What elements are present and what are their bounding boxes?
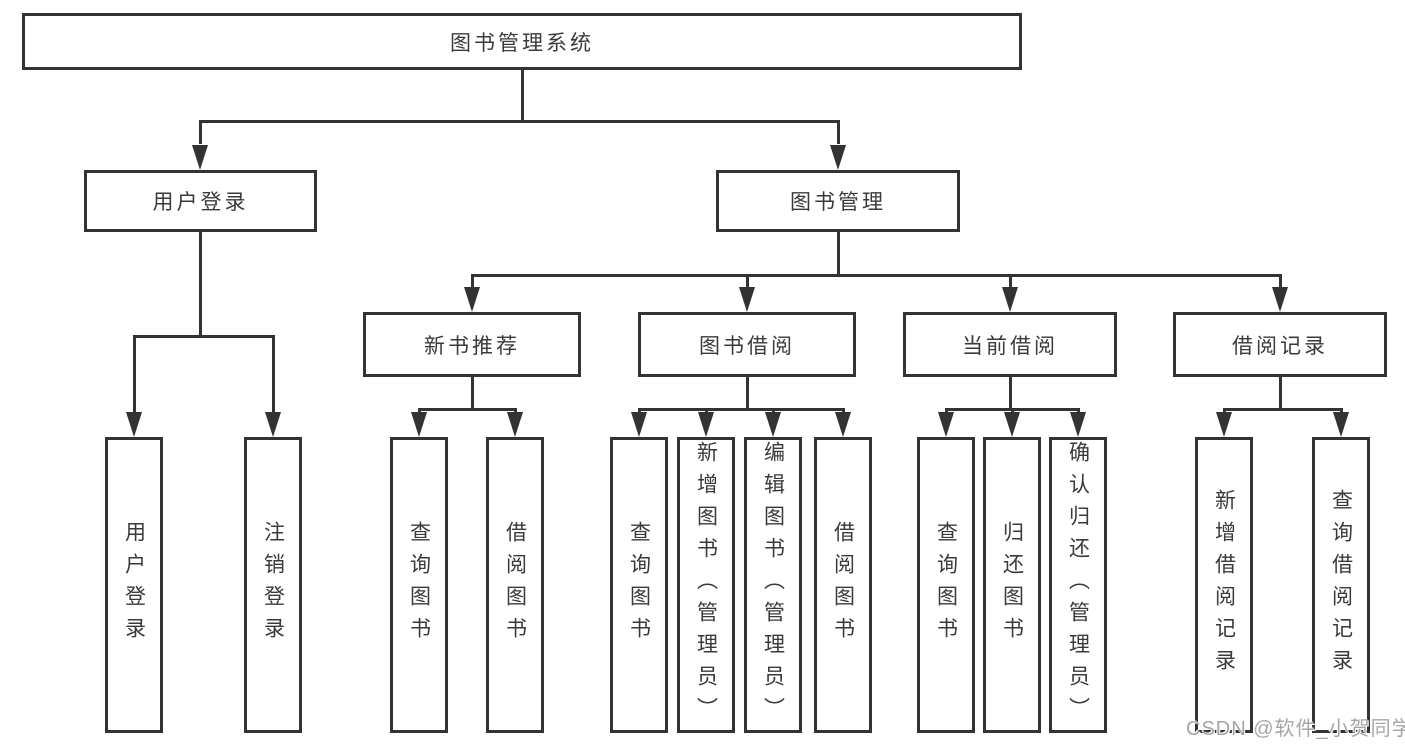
- connector-line-v: [133, 335, 136, 412]
- node-label: 归还图书: [1000, 521, 1024, 649]
- arrowhead-down-icon: [698, 412, 714, 437]
- arrowhead-down-icon: [1272, 287, 1288, 312]
- leaf-current-query-books: 查询图书: [917, 437, 975, 733]
- connector-line-h: [133, 335, 275, 338]
- node-borrowing-records: 借阅记录: [1173, 312, 1387, 377]
- leaf-current-confirm-return-admin: 确认归还（管理员）: [1049, 437, 1107, 733]
- node-label: 查询借阅记录: [1329, 489, 1353, 681]
- arrowhead-down-icon: [192, 145, 208, 170]
- leaf-records-query-borrow-record: 查询借阅记录: [1312, 437, 1370, 733]
- arrowhead-down-icon: [1333, 412, 1349, 437]
- connector-line-v: [521, 70, 524, 120]
- connector-line-v: [1077, 408, 1080, 413]
- arrowhead-down-icon: [1070, 412, 1086, 437]
- node-current-borrowing: 当前借阅: [903, 312, 1117, 377]
- arrowhead-down-icon: [631, 412, 647, 437]
- leaf-logout: 注销登录: [244, 437, 302, 733]
- connector-line-v: [638, 408, 641, 413]
- leaf-borrowing-borrow-books: 借阅图书: [814, 437, 872, 733]
- node-label: 新书推荐: [424, 334, 520, 358]
- connector-line-v: [1340, 408, 1343, 413]
- leaf-records-add-borrow-record: 新增借阅记录: [1195, 437, 1253, 733]
- connector-line-v: [471, 377, 474, 408]
- leaf-recommend-borrow-books: 借阅图书: [486, 437, 544, 733]
- leaf-borrowing-edit-books-admin: 编辑图书（管理员）: [744, 437, 802, 733]
- connector-line-v: [837, 120, 840, 144]
- node-label: 借阅图书: [831, 521, 855, 649]
- arrowhead-down-icon: [1002, 287, 1018, 312]
- node-label: 用户登录: [152, 191, 249, 214]
- arrowhead-down-icon: [411, 412, 427, 437]
- node-label: 图书管理系统: [450, 31, 594, 55]
- node-label: 查询图书: [934, 521, 958, 649]
- arrowhead-down-icon: [265, 412, 281, 437]
- node-label: 新增借阅记录: [1212, 489, 1236, 681]
- connector-line-v: [1279, 274, 1282, 287]
- node-book-management: 图书管理: [716, 170, 960, 232]
- connector-line-v: [705, 408, 708, 413]
- connector-line-v: [837, 232, 840, 274]
- connector-line-v: [1011, 408, 1014, 413]
- connector-line-v: [514, 408, 517, 413]
- arrowhead-down-icon: [830, 145, 846, 170]
- node-label: 查询图书: [627, 521, 651, 649]
- connector-line-v: [1009, 274, 1012, 287]
- connector-line-v: [199, 120, 202, 144]
- connector-line-v: [945, 408, 948, 413]
- connector-line-v: [471, 274, 474, 287]
- node-label: 图书管理: [790, 191, 886, 214]
- node-label: 新增图书（管理员）: [694, 441, 718, 729]
- csdn-watermark: CSDN @软件_小贺同学: [1186, 718, 1405, 740]
- node-book-borrowing: 图书借阅: [638, 312, 856, 377]
- connector-line-h: [1223, 408, 1343, 411]
- leaf-borrowing-query-books: 查询图书: [610, 437, 668, 733]
- connector-line-h: [471, 274, 1282, 277]
- leaf-current-return-books: 归还图书: [983, 437, 1041, 733]
- node-label: 编辑图书（管理员）: [761, 441, 785, 729]
- node-label: 图书借阅: [699, 334, 795, 358]
- node-label: 查询图书: [407, 521, 431, 649]
- connector-line-h: [199, 120, 840, 123]
- arrowhead-down-icon: [938, 412, 954, 437]
- arrowhead-down-icon: [1004, 412, 1020, 437]
- arrowhead-down-icon: [507, 412, 523, 437]
- arrowhead-down-icon: [126, 412, 142, 437]
- arrowhead-down-icon: [1216, 412, 1232, 437]
- connector-line-v: [746, 274, 749, 287]
- node-root-book-management-system: 图书管理系统: [22, 13, 1022, 70]
- leaf-recommend-query-books: 查询图书: [390, 437, 448, 733]
- connector-line-v: [842, 408, 845, 413]
- connector-line-v: [199, 232, 202, 335]
- connector-line-v: [272, 335, 275, 412]
- arrowhead-down-icon: [765, 412, 781, 437]
- arrowhead-down-icon: [739, 287, 755, 312]
- connector-line-h: [418, 408, 517, 411]
- connector-line-v: [1009, 377, 1012, 408]
- connector-line-v: [418, 408, 421, 413]
- connector-line-v: [772, 408, 775, 413]
- node-new-book-recommend: 新书推荐: [363, 312, 581, 377]
- node-label: 借阅图书: [503, 521, 527, 649]
- leaf-borrowing-add-books-admin: 新增图书（管理员）: [677, 437, 735, 733]
- node-label: 当前借阅: [962, 334, 1058, 358]
- arrowhead-down-icon: [835, 412, 851, 437]
- node-label: 确认归还（管理员）: [1066, 441, 1090, 729]
- node-label: 用户登录: [122, 521, 146, 649]
- connector-line-v: [746, 377, 749, 408]
- arrowhead-down-icon: [464, 287, 480, 312]
- node-label: 借阅记录: [1232, 334, 1328, 358]
- connector-line-v: [1223, 408, 1226, 413]
- node-label: 注销登录: [261, 521, 285, 649]
- connector-line-h: [638, 408, 845, 411]
- leaf-user-login: 用户登录: [105, 437, 163, 733]
- connector-line-v: [1279, 377, 1282, 408]
- node-user-login: 用户登录: [84, 170, 317, 232]
